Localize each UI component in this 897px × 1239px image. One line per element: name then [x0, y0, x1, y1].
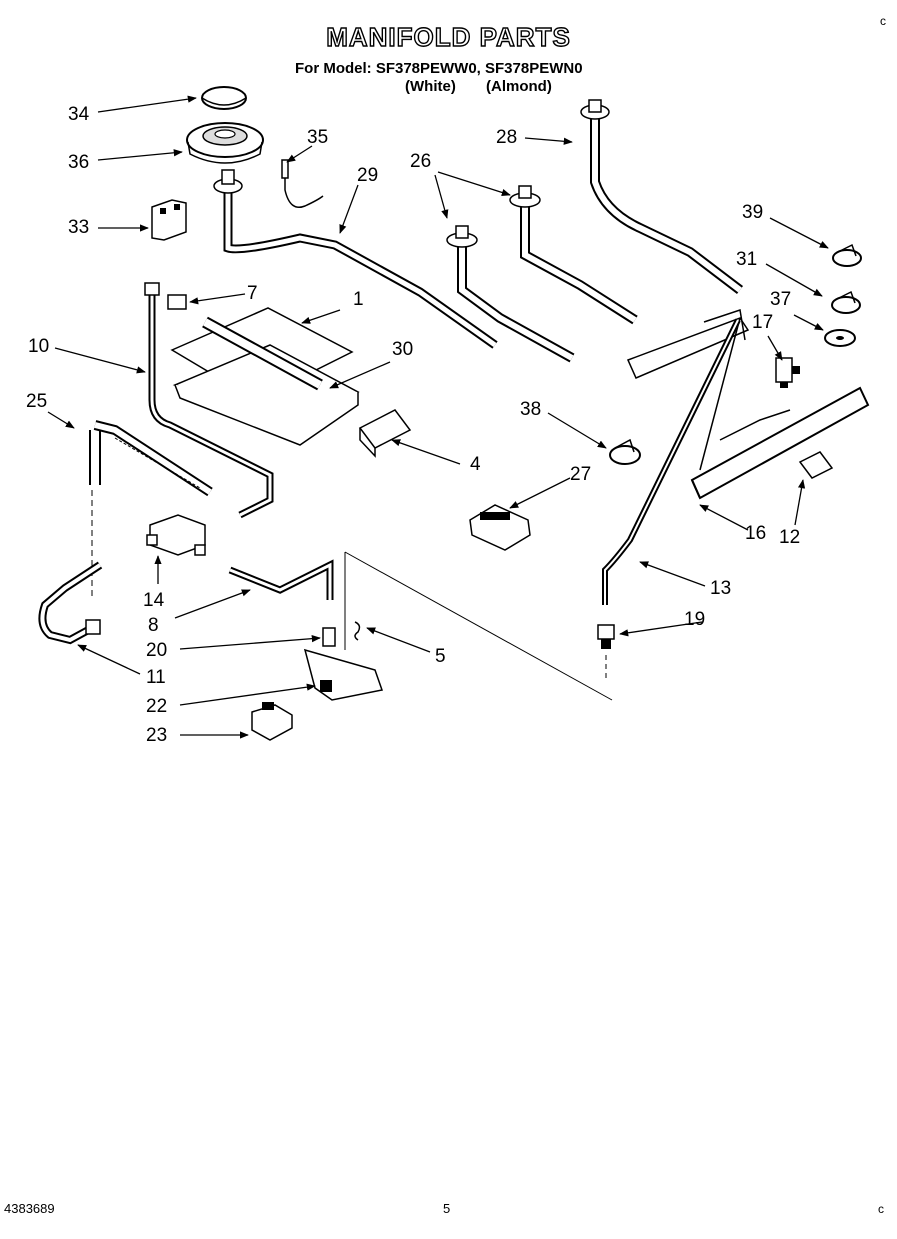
- callout-36: 36: [68, 152, 90, 173]
- burner-tube-right-rear: [580, 99, 744, 294]
- callout-25: 25: [26, 391, 48, 412]
- callout-11: 11: [146, 667, 166, 688]
- page-title: MANIFOLD PARTS: [325, 21, 571, 52]
- pressure-regulator-23: [251, 702, 293, 741]
- callout-10: 10: [28, 336, 50, 357]
- oven-burner-plate: [170, 307, 360, 446]
- callout-20: 20: [146, 640, 168, 661]
- callout-4: 4: [470, 454, 481, 475]
- corner-mark-top: c: [880, 14, 886, 28]
- burner-tube-left-front: [446, 225, 575, 363]
- callout-13: 13: [710, 578, 732, 599]
- callout-34: 34: [68, 104, 90, 125]
- callout-26: 26: [410, 151, 432, 172]
- callout-22: 22: [146, 696, 168, 717]
- callout-28: 28: [496, 127, 518, 148]
- callout-23: 23: [146, 725, 168, 746]
- supply-line-8: [228, 559, 334, 600]
- valve-17: [775, 357, 800, 388]
- spark-electrode: [281, 159, 324, 208]
- variant-almond: (Almond): [486, 78, 552, 95]
- manifold-frame: [626, 309, 791, 471]
- burner-tube-right-front: [509, 185, 638, 325]
- callout-1: 1: [353, 289, 364, 310]
- oven-bracket-4: [358, 409, 412, 458]
- broil-supply-tube: [38, 561, 103, 645]
- callout-8: 8: [148, 615, 159, 636]
- model-line: For Model: SF378PEWW0, SF378PEWN0: [295, 60, 583, 77]
- spring-clip-5: [354, 621, 361, 641]
- callout-38: 38: [520, 399, 542, 420]
- callout-17: 17: [752, 312, 774, 333]
- callout-19: 19: [684, 609, 706, 630]
- variant-white: (White): [405, 78, 456, 95]
- manifold-clip: [798, 451, 834, 479]
- callout-27: 27: [570, 464, 592, 485]
- burner-tube-left-rear: [213, 169, 498, 349]
- leader-arrows: [47, 95, 829, 739]
- orifice-holder: [469, 504, 531, 551]
- oven-feed-tube-13: [602, 318, 741, 605]
- callout-16: 16: [745, 523, 767, 544]
- burner-base: [186, 122, 264, 164]
- oven-supply-tube: [144, 282, 274, 519]
- orifice-fitting-19: [597, 624, 615, 649]
- knob-39: [832, 243, 862, 267]
- burner-cap: [201, 86, 247, 110]
- regulator-fitting-20: [322, 627, 336, 647]
- knob-38: [609, 438, 641, 465]
- page-number: 5: [443, 1201, 451, 1216]
- manifold-pipe: [690, 386, 870, 500]
- callout-31: 31: [736, 249, 758, 270]
- callout-39: 39: [742, 202, 764, 223]
- burner-bracket: [151, 199, 187, 241]
- callout-7: 7: [247, 283, 258, 304]
- corner-mark-bottom: c: [878, 1202, 884, 1216]
- broil-burner: [89, 420, 213, 600]
- knob-bezel-37: [824, 329, 856, 347]
- callout-14: 14: [143, 590, 165, 611]
- knob-31: [831, 290, 861, 314]
- callout-35: 35: [307, 127, 329, 148]
- manifold-bracket-22: [303, 648, 383, 701]
- reference-lines: [344, 551, 613, 701]
- safety-valve: [146, 514, 206, 556]
- callout-30: 30: [392, 339, 414, 360]
- document-number: 4383689: [4, 1201, 55, 1216]
- callout-29: 29: [357, 165, 379, 186]
- callout-12: 12: [779, 527, 801, 548]
- oven-burner-tube: [167, 294, 323, 391]
- callout-33: 33: [68, 217, 90, 238]
- callout-5: 5: [435, 646, 446, 667]
- callout-37: 37: [770, 289, 792, 310]
